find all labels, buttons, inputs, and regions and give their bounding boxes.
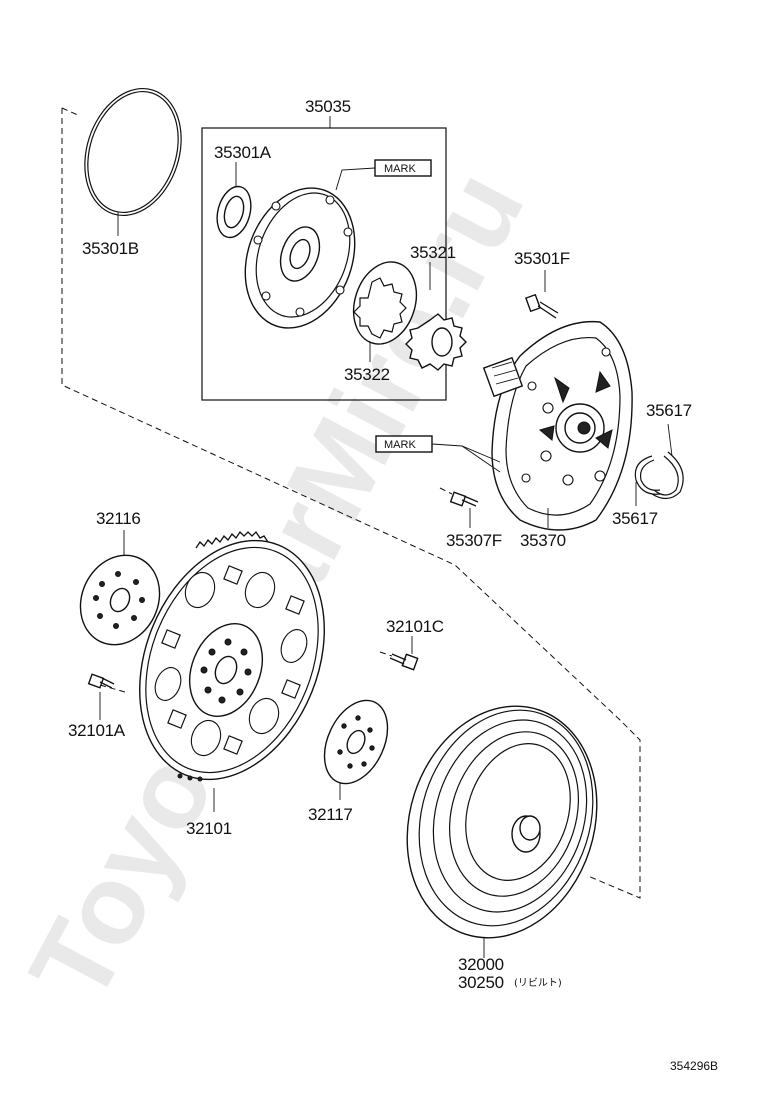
spacer-32117[interactable] xyxy=(312,690,400,793)
part-label-35370: 35370 xyxy=(520,531,566,550)
part-label-35617-lower: 35617 xyxy=(612,509,658,528)
part-label-35321: 35321 xyxy=(410,243,456,262)
seal-ring-35617-upper[interactable] xyxy=(651,451,684,500)
part-note-30250: (リビルト) xyxy=(514,977,562,989)
part-label-32101c: 32101C xyxy=(386,617,444,636)
bolt-32101a[interactable] xyxy=(87,673,115,689)
pump-body-35035[interactable] xyxy=(227,173,374,344)
spacer-32116[interactable] xyxy=(66,542,174,657)
part-label-32116: 32116 xyxy=(96,509,141,528)
part-label-35322: 35322 xyxy=(344,365,390,384)
oil-pump-assembly-35370[interactable] xyxy=(482,320,633,531)
part-label-32101a: 32101A xyxy=(68,721,126,740)
part-label-32000: 32000 xyxy=(458,955,504,974)
part-label-32117: 32117 xyxy=(308,805,353,824)
oil-seal-35301a[interactable] xyxy=(212,183,256,242)
assembly-dashed-outline xyxy=(61,108,641,899)
bolt-35307f[interactable] xyxy=(449,491,479,507)
mark-label-top: MARK xyxy=(384,163,416,175)
pump-body-group-box xyxy=(201,127,447,401)
drawing-code: 354296B xyxy=(670,1059,718,1073)
o-ring-35301b[interactable] xyxy=(69,76,197,228)
drive-plate-32101[interactable] xyxy=(106,513,358,807)
mark-label-mid: MARK xyxy=(384,439,416,451)
part-label-32101: 32101 xyxy=(186,819,232,838)
bolt-32101c[interactable] xyxy=(389,653,419,671)
drive-gear-35321[interactable] xyxy=(405,313,467,371)
part-label-35301b: 35301B xyxy=(82,239,139,258)
driven-gear-35322[interactable] xyxy=(343,254,426,352)
part-label-35301f: 35301F xyxy=(514,249,570,268)
bolt-35301f[interactable] xyxy=(525,293,559,319)
part-label-30250: 30250 xyxy=(458,973,504,992)
part-label-35307f: 35307F xyxy=(446,531,502,550)
part-label-35617-upper: 35617 xyxy=(646,401,692,420)
part-label-35035: 35035 xyxy=(305,97,351,116)
seal-ring-35617-lower[interactable] xyxy=(634,455,661,495)
torque-converter-32000[interactable] xyxy=(378,681,626,962)
part-label-35301a: 35301A xyxy=(214,143,272,162)
